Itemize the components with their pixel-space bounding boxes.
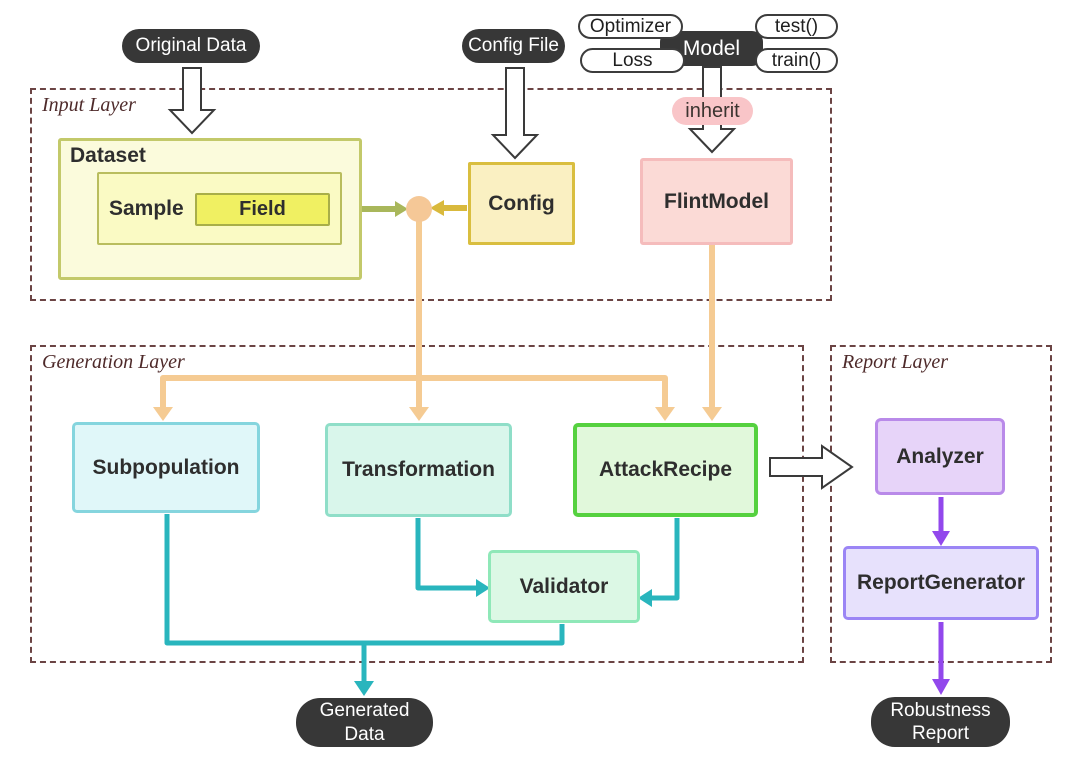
transformation-label: Transformation: [342, 458, 495, 481]
original-data-pill: Original Data: [122, 29, 260, 63]
input-layer-frame: [30, 88, 832, 301]
inherit-pill: inherit: [672, 97, 753, 125]
validator-label: Validator: [519, 574, 609, 598]
line-branch-horizontal: [160, 375, 668, 410]
arrowhead-to-subpopulation: [153, 407, 173, 421]
test-method-pill: test(): [755, 14, 838, 39]
flintmodel-label: FlintModel: [664, 189, 769, 213]
line-attackrecipe-to-validator: [651, 518, 680, 601]
line-transformation-to-validator: [415, 518, 477, 591]
optimizer-pill: Optimizer: [578, 14, 683, 39]
dataset-label: Dataset: [70, 144, 146, 167]
generated-data-pill: Generated Data: [296, 698, 433, 747]
orange-flow-lines: [160, 220, 715, 410]
hollow-arrow-originaldata-to-dataset: [167, 67, 217, 135]
sample-label: Sample: [109, 196, 184, 220]
reportgenerator-label: ReportGenerator: [856, 571, 1026, 594]
subpopulation-box: Subpopulation: [72, 422, 260, 513]
report-layer-label: Report Layer: [842, 351, 949, 373]
arrowhead-into-validator-right: [638, 589, 652, 607]
arrowhead-flintmodel-to-attackrecipe: [702, 407, 722, 421]
input-layer-label: Input Layer: [42, 94, 136, 116]
loss-pill: Loss: [580, 48, 685, 73]
robustness-report-pill: Robustness Report: [871, 697, 1010, 747]
arrowhead-to-attackrecipe: [655, 407, 675, 421]
analyzer-box: Analyzer: [875, 418, 1005, 495]
config-file-pill: Config File: [462, 29, 565, 63]
hollow-arrow-configfile-to-config: [490, 67, 540, 160]
config-box: Config: [468, 162, 575, 245]
arrowhead-to-generated-data: [354, 681, 374, 696]
arrowhead-into-reportgenerator: [932, 531, 950, 546]
field-box: Field: [195, 193, 330, 226]
teal-arrowheads: [354, 579, 652, 696]
hollow-arrow-attackrecipe-to-analyzer: [769, 444, 854, 490]
config-label: Config: [488, 191, 555, 215]
analyzer-label: Analyzer: [896, 444, 984, 468]
attackrecipe-label: AttackRecipe: [598, 458, 733, 481]
attackrecipe-box: AttackRecipe: [573, 423, 758, 517]
teal-flow-lines: [164, 514, 680, 683]
arrowhead-to-transformation: [409, 407, 429, 421]
arrowhead-into-validator-left: [476, 579, 490, 597]
field-label: Field: [239, 198, 286, 220]
arrowhead-dataset-to-merge: [395, 201, 408, 217]
flintmodel-box: FlintModel: [640, 158, 793, 245]
validator-box: Validator: [488, 550, 640, 623]
orange-arrowheads: [153, 407, 722, 421]
merge-dot: [406, 196, 432, 222]
train-method-pill: train(): [755, 48, 838, 73]
model-pill: Model: [660, 31, 763, 66]
purple-arrowheads: [932, 531, 950, 695]
arrowhead-into-robustness-report: [932, 679, 950, 695]
subpopulation-label: Subpopulation: [92, 455, 240, 479]
reportgenerator-box: ReportGenerator: [843, 546, 1039, 620]
generation-layer-label: Generation Layer: [42, 351, 185, 373]
arrowhead-config-to-merge: [430, 200, 444, 216]
transformation-box: Transformation: [325, 423, 512, 517]
